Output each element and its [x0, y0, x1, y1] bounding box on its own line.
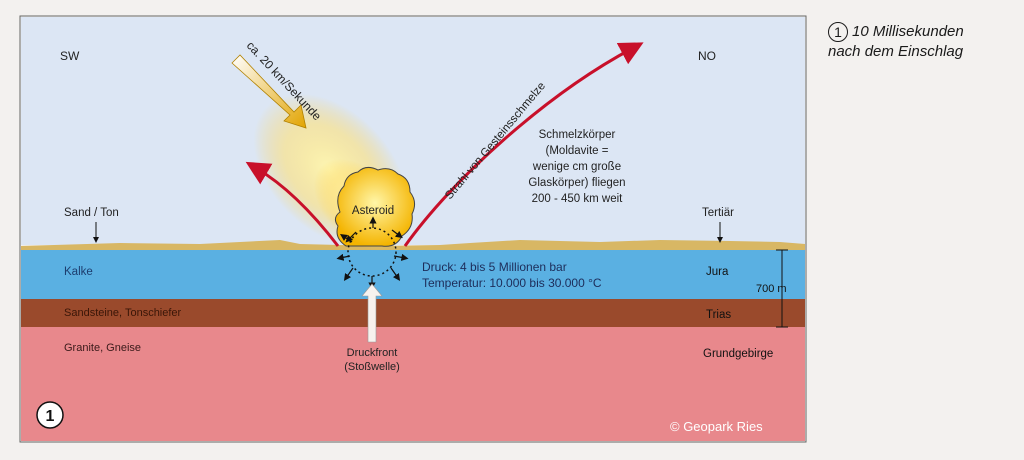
label-tertiaer: Tertiär: [702, 207, 734, 219]
moldavite-line-2: (Moldavite =: [546, 145, 609, 157]
asteroid: [334, 166, 416, 247]
caption-number: 1: [828, 22, 848, 43]
moldavite-line-1: Schmelzkörper: [539, 129, 616, 141]
moldavite-line-5: 200 - 450 km weit: [532, 193, 624, 205]
moldavite-line-3: wenige cm große: [532, 161, 621, 173]
trias-layer: [21, 299, 805, 328]
shock-circle: [347, 227, 397, 277]
label-trias: Trias: [706, 309, 731, 321]
melt-jet-arrow: [403, 42, 644, 247]
asteroid-arrow-left: [345, 231, 357, 243]
caption-line-2: nach dem Einschlag: [828, 43, 964, 61]
grundgebirge-layer: [21, 327, 805, 441]
label-temperature: Temperatur: 10.000 bis 30.000 °C: [422, 276, 602, 290]
asteroid-label: Asteroid: [352, 205, 394, 217]
label-kalke: Kalke: [64, 266, 93, 278]
pressure-front-line-1: Druckfront: [347, 347, 398, 359]
direction-sw: SW: [60, 49, 80, 63]
thickness-bracket: [776, 249, 788, 328]
label-sandsteine: Sandsteine, Tonschiefer: [64, 307, 182, 319]
pressure-front-line-2: (Stoßwelle): [344, 361, 400, 373]
speed-arrow: [231, 54, 307, 129]
label-jura: Jura: [706, 266, 729, 278]
asteroid-arrow-right: [391, 229, 403, 239]
direction-no: NO: [698, 49, 716, 63]
label-pressure: Druck: 4 bis 5 Millionen bar: [422, 260, 567, 274]
panel-number: 1: [46, 408, 55, 425]
label-thickness: 700 m: [756, 283, 787, 295]
moldavite-line-4: Glaskörper) fliegen: [528, 177, 625, 189]
caption-line-1: 10 Millisekunden: [852, 23, 964, 41]
jura-layer: [21, 250, 805, 300]
shock-arrows: [336, 234, 409, 290]
panel-frame: [19, 15, 807, 443]
ejecta-left-arrow: [245, 161, 340, 247]
label-grundgebirge: Grundgebirge: [703, 348, 773, 360]
copyright: © Geopark Ries: [670, 419, 763, 434]
pressure-front-arrow: [361, 283, 383, 343]
label-sand: Sand / Ton: [64, 207, 119, 219]
sand-layer: [21, 240, 805, 252]
moldavite-note: Schmelzkörper (Moldavite = wenige cm gro…: [528, 129, 625, 205]
label-granite: Granite, Gneise: [64, 342, 141, 354]
panel-number-badge: [36, 401, 64, 429]
